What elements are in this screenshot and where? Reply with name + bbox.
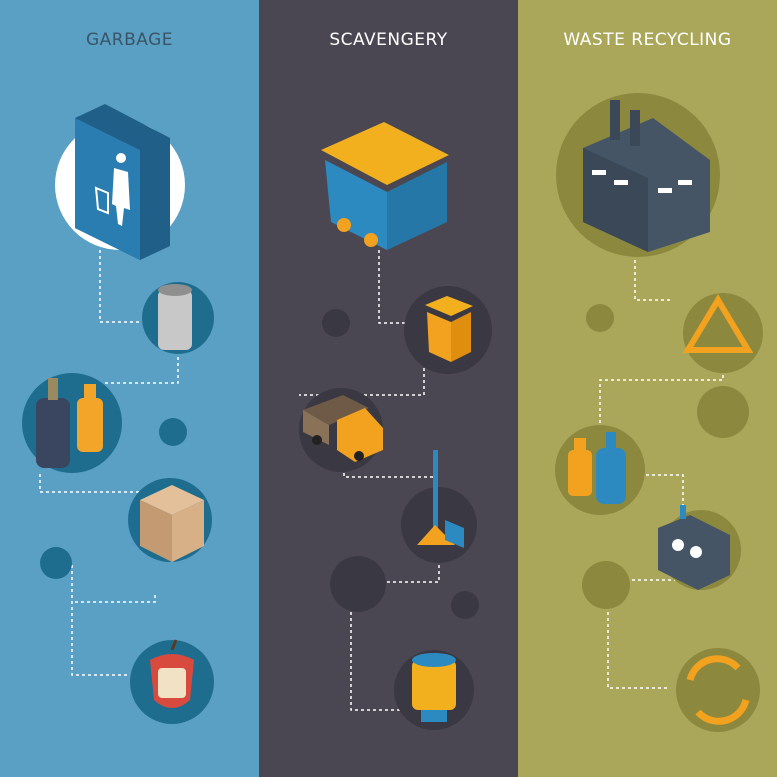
recycle-arrows-icon — [686, 655, 750, 725]
broom-backdrop — [401, 487, 477, 563]
recycling-illustrations — [555, 93, 763, 732]
scavengery-panel: SCAVENGERY — [259, 0, 518, 777]
garbage-illustrations — [22, 104, 214, 724]
dot — [322, 309, 350, 337]
can-icon — [158, 284, 192, 350]
garbage-title: GARBAGE — [85, 30, 174, 50]
scavengery-title: SCAVENGERY — [329, 30, 448, 50]
dot — [451, 591, 479, 619]
box-icon — [140, 485, 204, 562]
factory-icon — [583, 100, 710, 252]
trash-sign-icon — [75, 104, 170, 260]
dot — [586, 304, 614, 332]
dot — [697, 386, 749, 438]
bin-icon — [425, 296, 473, 362]
dot — [582, 561, 630, 609]
dot — [40, 547, 72, 579]
apple-core-icon — [150, 639, 194, 708]
recycle-icon — [682, 294, 754, 353]
machine-icon — [658, 505, 730, 590]
recycling-panel: WASTE RECYCLING — [518, 0, 777, 777]
dot — [330, 556, 386, 612]
recycling-title: WASTE RECYCLING — [563, 30, 732, 50]
dot — [159, 418, 187, 446]
bottles-icon — [568, 432, 626, 504]
recycling-connectors — [599, 260, 724, 689]
bottles-icon — [36, 378, 103, 468]
barrel-icon — [412, 653, 456, 722]
scavengery-illustrations — [299, 122, 492, 730]
dumpster-icon — [321, 122, 449, 250]
garbage-connectors — [39, 250, 179, 676]
broom-dustpan-icon — [417, 450, 464, 548]
garbage-truck-icon — [303, 395, 383, 462]
garbage-panel: GARBAGE — [0, 0, 259, 777]
